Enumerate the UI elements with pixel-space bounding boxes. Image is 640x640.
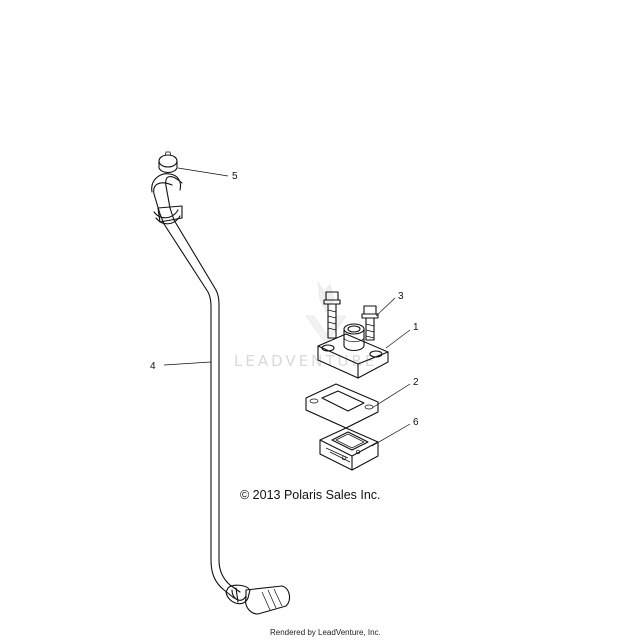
clamp-part-5 <box>158 151 178 174</box>
callout-5: 5 <box>232 171 238 182</box>
leader-lines <box>163 167 411 447</box>
copyright-notice: © 2013 Polaris Sales Inc. <box>240 488 381 502</box>
cover-part-1 <box>317 323 389 379</box>
hose-part-4 <box>151 173 291 615</box>
callout-4: 4 <box>150 361 156 372</box>
callout-2: 2 <box>413 377 419 388</box>
bolt-part-3-right <box>361 305 379 341</box>
rendered-by-footer: Rendered by LeadVenture, Inc. <box>270 628 381 637</box>
watermark-logo <box>305 281 347 345</box>
watermark-text: LEADVENTURE <box>234 352 377 370</box>
reed-valve-part-6 <box>319 427 379 471</box>
callout-1: 1 <box>413 322 419 333</box>
callout-3: 3 <box>398 291 404 302</box>
gasket-part-2 <box>305 383 379 429</box>
callout-6: 6 <box>413 417 419 428</box>
